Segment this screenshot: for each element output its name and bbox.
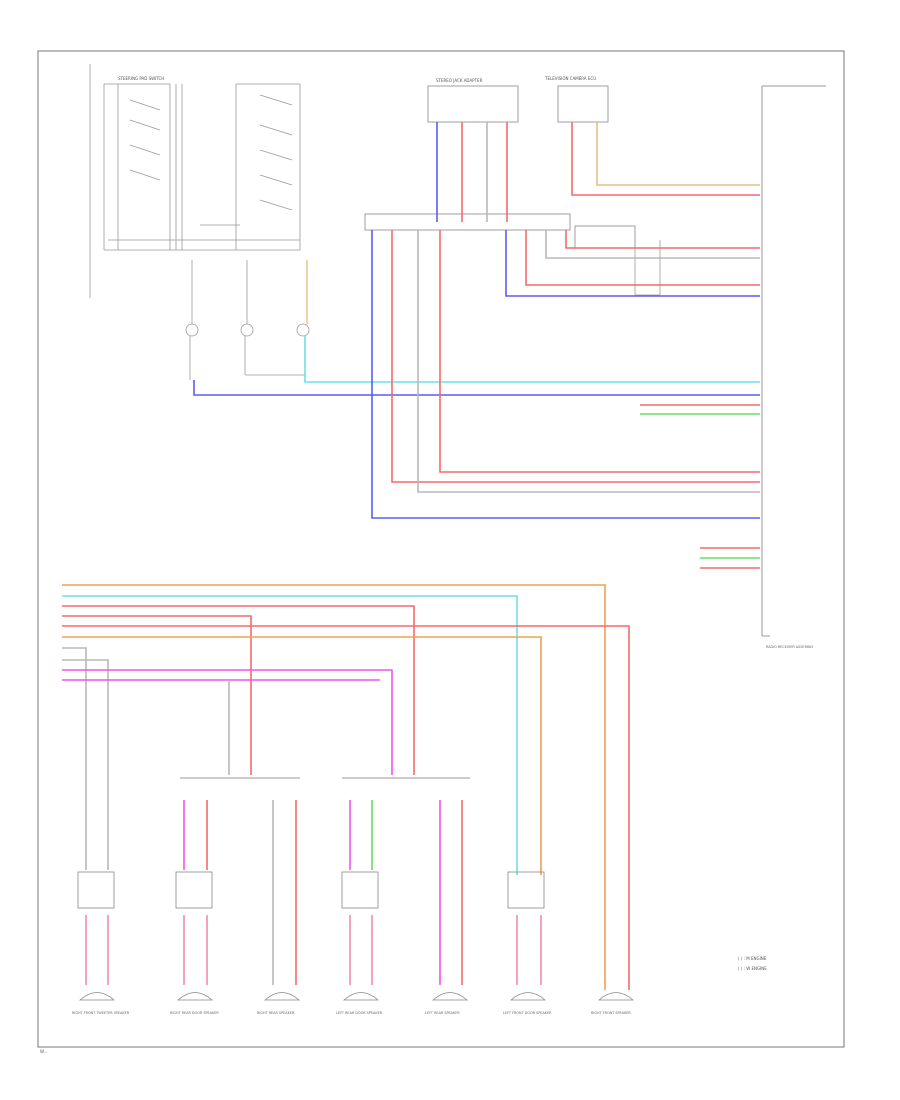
speaker-label-4: LEFT REAR DOOR SPEAKER: [336, 1011, 383, 1015]
receiver-label: RADIO RECEIVER ASSEMBLY: [766, 645, 814, 649]
speaker-row: [78, 992, 635, 1001]
speaker-boxes: [77, 871, 545, 909]
speaker-label-6: LEFT FRONT DOOR SPEAKER: [503, 1011, 552, 1015]
speaker-label-2: RIGHT REAR DOOR SPEAKER: [170, 1011, 219, 1015]
header-stereo-label: STEREO JACK ADAPTER: [436, 78, 483, 83]
upper-wires: [193, 122, 760, 569]
legend-line-2: ( ) : W ENGINE: [738, 966, 767, 971]
lower-harness-wires: [62, 584, 630, 990]
figure-code: W...: [40, 1049, 47, 1054]
top-connector-boxes: [364, 85, 661, 296]
radio-receiver-connector: [761, 85, 826, 637]
steering-switch-cluster: [89, 64, 310, 380]
speaker-label-3: RIGHT REAR SPEAKER: [257, 1011, 295, 1015]
header-left-label: STEERING PAD SWITCH: [118, 76, 164, 81]
diagram-frame: [37, 50, 845, 1048]
header-antenna-label: TELEVISION CAMERA ECU: [544, 76, 596, 81]
speaker-label-5: LEFT REAR SPEAKER: [425, 1011, 460, 1015]
speaker-label-1: RIGHT FRONT TWEETER SPEAKER: [72, 1011, 130, 1015]
speaker-label-7: RIGHT FRONT SPEAKER: [591, 1011, 631, 1015]
legend-line-1: ( ) : M ENGINE: [738, 956, 767, 961]
